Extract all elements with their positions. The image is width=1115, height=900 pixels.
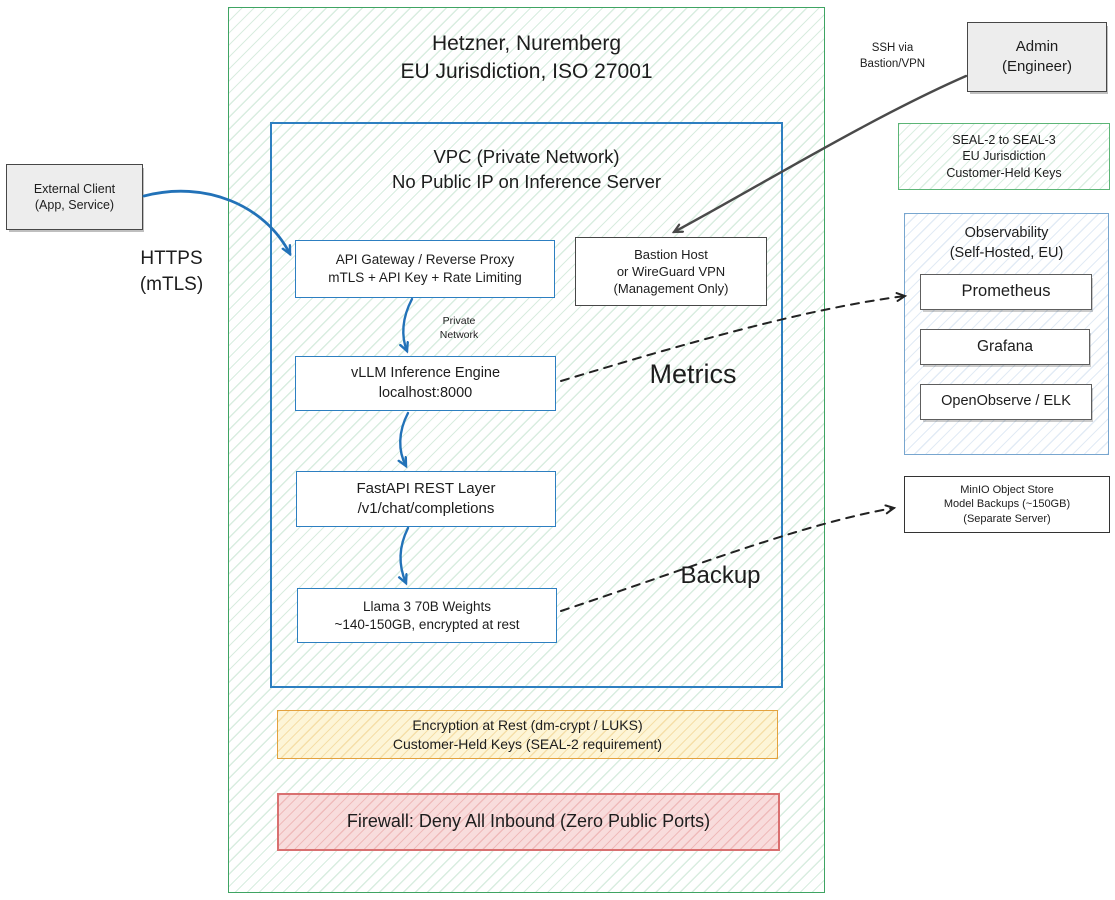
vllm-line1: vLLM Inference Engine [350,365,501,382]
vllm-node: vLLM Inference Engine localhost:8000 [295,356,556,411]
vpc-title-line1: VPC (Private Network) [433,146,620,167]
backup-label: Backup [680,562,761,589]
minio-line3: (Separate Server) [963,512,1051,525]
llama-line2: ~140-150GB, encrypted at rest [334,616,520,632]
ssh-label-line1: SSH via [871,42,914,54]
api-gateway-line2: mTLS + API Key + Rate Limiting [328,270,522,285]
fastapi-line1: FastAPI REST Layer [356,480,496,498]
private-network-label: Private Network [428,314,490,342]
hetzner-region-title: Hetzner, Nuremberg EU Jurisdiction, ISO … [228,30,825,87]
https-label-line2: (mTLS) [139,273,204,295]
encryption-line1: Encryption at Rest (dm-crypt / LUKS) [412,717,643,734]
prometheus-node: Prometheus [920,274,1092,310]
bastion-line2: or WireGuard VPN [616,263,726,279]
observability-title: Observability (Self-Hosted, EU) [904,224,1109,263]
api-gateway-line1: API Gateway / Reverse Proxy [335,252,515,268]
firewall-line1: Firewall: Deny All Inbound (Zero Public … [346,811,711,832]
vpc-region-title: VPC (Private Network) No Public IP on In… [270,145,783,195]
metrics-label: Metrics [649,359,737,389]
prometheus-label: Prometheus [961,282,1051,301]
vpc-title-line2: No Public IP on Inference Server [391,170,662,192]
minio-node: MinIO Object Store Model Backups (~150GB… [904,476,1110,533]
hetzner-title-line2: EU Jurisdiction, ISO 27001 [400,60,653,84]
minio-line2: Model Backups (~150GB) [943,498,1071,511]
grafana-node: Grafana [920,329,1090,365]
grafana-label: Grafana [976,337,1033,355]
vpc-region-box [270,122,783,688]
hetzner-title-line1: Hetzner, Nuremberg [431,32,622,55]
llama-line1: Llama 3 70B Weights [362,598,492,614]
openobserve-label: OpenObserve / ELK [941,393,1071,410]
api-gateway-node: API Gateway / Reverse Proxy mTLS + API K… [295,240,555,298]
bastion-node: Bastion Host or WireGuard VPN (Managemen… [575,237,767,306]
ssh-label-line2: Bastion/VPN [859,57,926,70]
https-mtls-label: HTTPS (mTLS) [124,246,219,297]
encryption-line2: Customer-Held Keys (SEAL-2 requirement) [392,735,663,752]
openobserve-node: OpenObserve / ELK [920,384,1092,420]
observability-title-line2: (Self-Hosted, EU) [949,244,1064,261]
admin-line2: (Engineer) [1001,58,1073,75]
seal-line1: SEAL-2 to SEAL-3 [952,132,1056,147]
vllm-line2: localhost:8000 [378,384,473,401]
encryption-banner: Encryption at Rest (dm-crypt / LUKS) Cus… [277,710,778,759]
bastion-line1: Bastion Host [634,246,708,262]
admin-line1: Admin [1015,38,1059,56]
admin-node: Admin (Engineer) [967,22,1107,92]
seal-badge: SEAL-2 to SEAL-3 EU Jurisdiction Custome… [898,123,1110,190]
firewall-banner: Firewall: Deny All Inbound (Zero Public … [277,793,780,851]
seal-line3: Customer-Held Keys [946,165,1062,180]
external-client-line1: External Client [33,181,116,196]
minio-line1: MinIO Object Store [960,483,1054,496]
seal-line2: EU Jurisdiction [962,149,1046,164]
llama-weights-node: Llama 3 70B Weights ~140-150GB, encrypte… [297,588,557,643]
external-client-node: External Client (App, Service) [6,164,143,230]
private-network-line1: Private [442,315,476,327]
external-client-line2: (App, Service) [34,198,115,212]
ssh-via-bastion-label: SSH via Bastion/VPN [845,41,940,72]
fastapi-node: FastAPI REST Layer /v1/chat/completions [296,471,556,527]
bastion-line3: (Management Only) [613,281,729,297]
observability-title-line1: Observability [964,225,1049,241]
private-network-line2: Network [439,329,479,342]
fastapi-line2: /v1/chat/completions [357,500,495,517]
https-label-line1: HTTPS [140,248,203,269]
